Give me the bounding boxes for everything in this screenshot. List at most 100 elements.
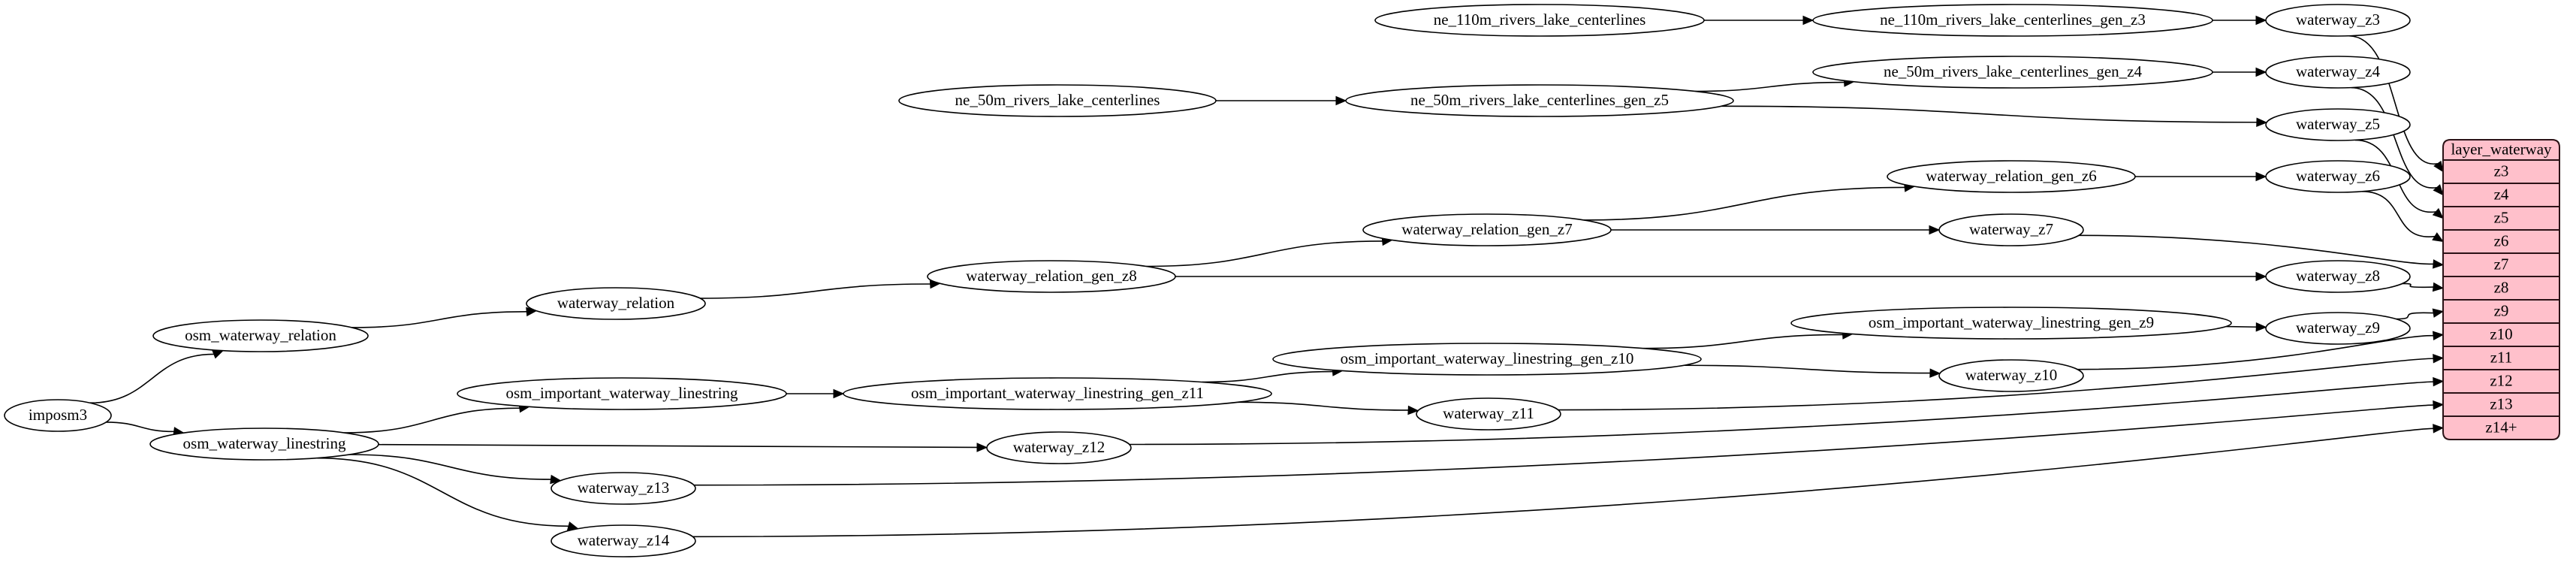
node-waterway_relation_gen_z6[interactable]: waterway_relation_gen_z6 <box>1887 160 2136 193</box>
node-shape <box>457 377 787 410</box>
edge-arrowhead <box>976 443 988 452</box>
edge-osm_waterway_linestring-to-waterway_z13 <box>349 454 551 480</box>
node-shape <box>2265 4 2411 37</box>
node-osm_waterway_relation[interactable]: osm_waterway_relation <box>152 319 369 352</box>
node-shape <box>1345 84 1734 117</box>
node-waterway_z10[interactable]: waterway_z10 <box>1938 359 2084 392</box>
edge-waterway_z3-to-layer_waterway_z3 <box>2348 35 2438 165</box>
edge-osm_important_waterway_linestring_gen_z10-to-osm_important_waterway_linestring_gen_z9 <box>1643 334 1843 349</box>
layer-waterway-table: layer_waterwayz3z4z5z6z7z8z9z10z11z12z13… <box>2442 139 2560 440</box>
node-waterway_z3[interactable]: waterway_z3 <box>2265 4 2411 37</box>
edge-waterway_relation_gen_z8-to-waterway_relation_gen_z7 <box>1146 240 1383 267</box>
node-shape <box>1887 160 2136 193</box>
edge-arrowhead <box>2432 282 2445 292</box>
node-waterway_z12[interactable]: waterway_z12 <box>986 431 1132 464</box>
node-shape <box>2265 56 2411 89</box>
edge-imposm3-to-osm_waterway_linestring <box>106 421 174 433</box>
node-shape <box>1416 397 1561 431</box>
node-waterway_z7[interactable]: waterway_z7 <box>1938 213 2084 246</box>
edge-arrowhead <box>833 388 845 399</box>
edge-waterway_z14-to-layer_waterway_z14_ <box>692 428 2434 538</box>
node-shape <box>1374 4 1705 37</box>
nodes-layer: imposm3 osm_waterway_relation osm_waterway… <box>4 4 2411 557</box>
edge-arrowhead <box>2433 400 2445 410</box>
edge-waterway_z12-to-layer_waterway_z12 <box>1129 381 2434 446</box>
node-waterway_z5[interactable]: waterway_z5 <box>2265 108 2411 141</box>
node-waterway_relation_gen_z8[interactable]: waterway_relation_gen_z8 <box>927 260 1176 293</box>
edge-arrowhead <box>1802 15 1814 26</box>
node-osm_important_waterway_linestring_gen_z9[interactable]: osm_important_waterway_linestring_gen_z9 <box>1790 307 2232 340</box>
edge-waterway_z11-to-layer_waterway_z11 <box>1558 358 2434 411</box>
node-waterway_z11[interactable]: waterway_z11 <box>1416 397 1561 431</box>
node-shape <box>1938 213 2084 246</box>
node-waterway_z14[interactable]: waterway_z14 <box>550 524 696 557</box>
edge-waterway_z9-to-layer_waterway_z9 <box>2396 312 2434 320</box>
node-shape <box>2265 108 2411 141</box>
edge-waterway_z8-to-layer_waterway_z8 <box>2402 282 2434 289</box>
node-waterway_relation_gen_z7[interactable]: waterway_relation_gen_z7 <box>1362 213 1612 246</box>
edge-arrowhead <box>2433 354 2445 364</box>
edge-imposm3-to-osm_waterway_relation <box>89 353 214 404</box>
node-imposm3[interactable]: imposm3 <box>4 399 112 432</box>
edge-arrowhead <box>2255 271 2267 282</box>
edge-arrowhead <box>2255 171 2267 182</box>
node-shape <box>1790 307 2232 340</box>
node-shape <box>550 472 696 505</box>
node-ne_50m_rivers_lake_centerlines_gen_z4[interactable]: ne_50m_rivers_lake_centerlines_gen_z4 <box>1812 56 2213 89</box>
node-waterway_z4[interactable]: waterway_z4 <box>2265 56 2411 89</box>
edge-arrowhead <box>2256 117 2268 127</box>
edge-waterway_z13-to-layer_waterway_z13 <box>693 404 2434 486</box>
edge-waterway_z10-to-layer_waterway_z10 <box>2077 334 2434 370</box>
edge-osm_waterway_relation-to-waterway_relation <box>351 310 527 328</box>
node-shape <box>2265 260 2411 293</box>
node-shape <box>2265 160 2411 193</box>
edge-waterway_relation_gen_z7-to-waterway_relation_gen_z6 <box>1583 186 1905 221</box>
node-waterway_z9[interactable]: waterway_z9 <box>2265 312 2411 345</box>
node-shape <box>1938 359 2084 392</box>
edge-arrowhead <box>550 474 562 485</box>
node-shape <box>1362 213 1612 246</box>
edge-arrowhead <box>1407 405 1419 415</box>
edge-arrowhead <box>2255 67 2267 77</box>
edge-waterway_z4-to-layer_waterway_z4 <box>2351 86 2437 189</box>
node-waterway_z8[interactable]: waterway_z8 <box>2265 260 2411 293</box>
edge-arrowhead <box>2255 15 2267 26</box>
node-shape <box>1812 4 2213 37</box>
node-ne_110m_rivers_lake_centerlines_gen_z3[interactable]: ne_110m_rivers_lake_centerlines_gen_z3 <box>1812 4 2213 37</box>
edge-waterway_relation-to-waterway_relation_gen_z8 <box>700 283 931 299</box>
edge-arrowhead <box>2432 232 2445 243</box>
node-waterway_relation[interactable]: waterway_relation <box>526 287 706 320</box>
edge-arrowhead <box>2433 424 2445 434</box>
edge-arrowhead <box>1335 95 1347 106</box>
node-ne_110m_rivers_lake_centerlines[interactable]: ne_110m_rivers_lake_centerlines <box>1374 4 1705 37</box>
edge-arrowhead <box>1929 368 1941 378</box>
edge-arrowhead <box>212 349 225 359</box>
edge-arrowhead <box>2433 160 2444 173</box>
node-osm_important_waterway_linestring_gen_z10[interactable]: osm_important_waterway_linestring_gen_z1… <box>1272 343 1702 376</box>
node-shape <box>898 84 1217 117</box>
edge-osm_important_waterway_linestring_gen_z9-to-waterway_z9 <box>2225 325 2257 328</box>
edge-arrowhead <box>2432 331 2445 341</box>
edge-osm_important_waterway_linestring_gen_z11-to-waterway_z11 <box>1238 401 1409 411</box>
edge-arrowhead <box>2432 207 2444 219</box>
node-shape <box>843 377 1272 410</box>
node-shape <box>986 431 1132 464</box>
edge-ne_50m_rivers_lake_centerlines_gen_z5-to-waterway_z5 <box>1721 105 2257 123</box>
edge-waterway_z7-to-layer_waterway_z7 <box>2079 234 2434 265</box>
edge-osm_waterway_linestring-to-waterway_z14 <box>316 457 569 527</box>
node-osm_important_waterway_linestring[interactable]: osm_important_waterway_linestring <box>457 377 787 410</box>
node-shape <box>149 428 379 461</box>
edge-osm_waterway_linestring-to-osm_important_waterway_linestring <box>344 407 520 434</box>
node-osm_waterway_linestring[interactable]: osm_waterway_linestring <box>149 428 379 461</box>
node-osm_important_waterway_linestring_gen_z11[interactable]: osm_important_waterway_linestring_gen_z1… <box>843 377 1272 410</box>
node-waterway_z13[interactable]: waterway_z13 <box>550 472 696 505</box>
layer-table-body <box>2442 139 2560 440</box>
edge-arrowhead <box>2255 322 2267 332</box>
node-shape <box>927 260 1176 293</box>
node-ne_50m_rivers_lake_centerlines[interactable]: ne_50m_rivers_lake_centerlines <box>898 84 1217 117</box>
node-waterway_z6[interactable]: waterway_z6 <box>2265 160 2411 193</box>
node-ne_50m_rivers_lake_centerlines_gen_z5[interactable]: ne_50m_rivers_lake_centerlines_gen_z5 <box>1345 84 1734 117</box>
edge-arrowhead <box>2433 376 2445 387</box>
